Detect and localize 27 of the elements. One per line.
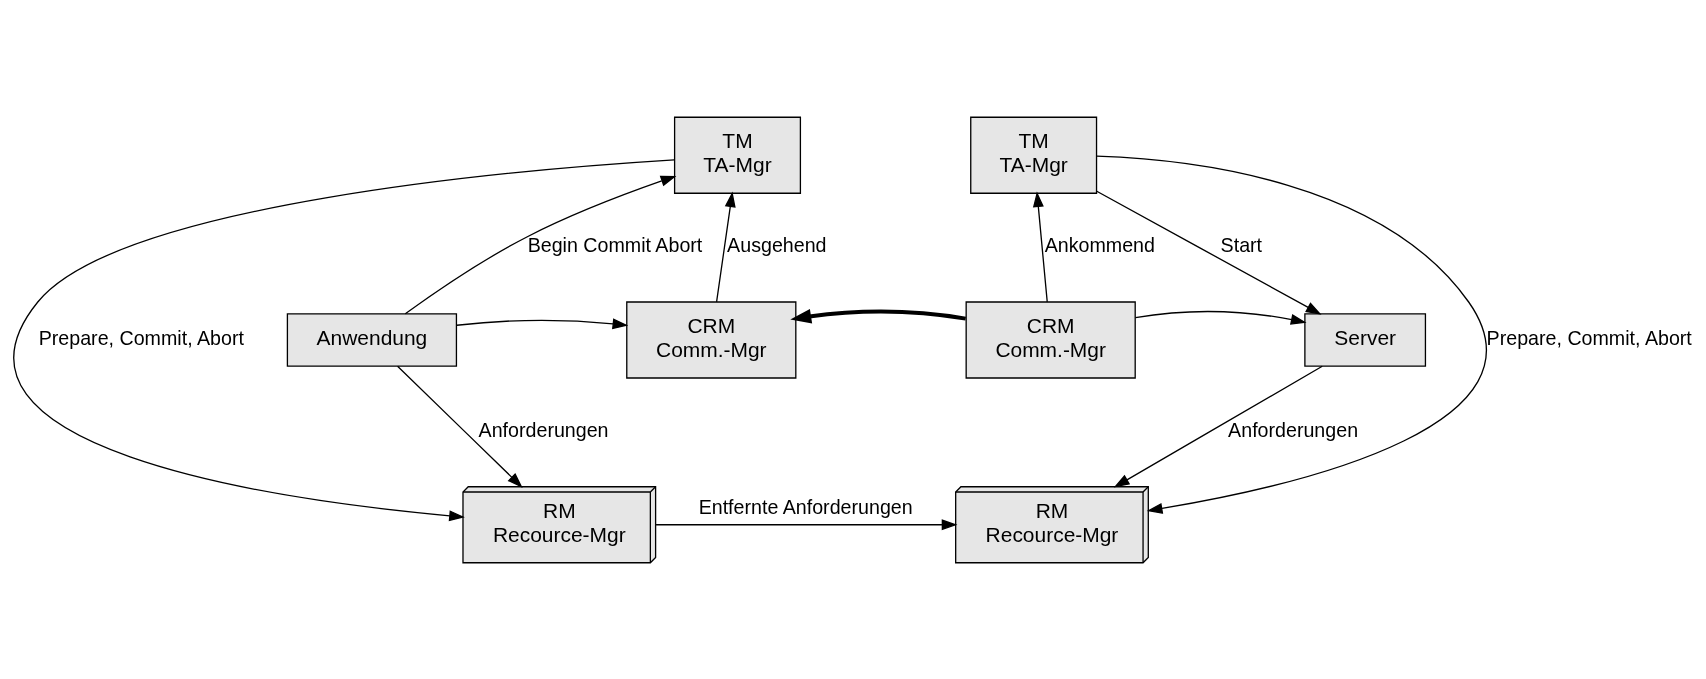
arrow <box>1113 365 1323 487</box>
node-box: TM TA-Mgr <box>970 116 1098 194</box>
node-box: CRM Comm.-Mgr <box>626 300 797 379</box>
edge-label: Ankommend <box>1044 233 1155 256</box>
edge-label: Prepare, Commit, Abort <box>38 326 244 349</box>
edge-label: Anforderungen <box>478 418 609 441</box>
arrow <box>655 518 958 530</box>
arrow <box>1134 310 1307 325</box>
arrow <box>404 175 677 314</box>
node-box: CRM Comm.-Mgr <box>965 300 1136 379</box>
node-box: Anwendung <box>286 312 458 367</box>
edge-label: Begin Commit Abort <box>527 233 703 256</box>
arrow <box>1096 190 1322 315</box>
edge-label: Ausgehend <box>727 233 827 256</box>
arrow <box>1096 155 1487 514</box>
edge-label: Prepare, Commit, Abort <box>1486 326 1692 349</box>
arrow <box>396 365 523 488</box>
arrow <box>456 317 629 329</box>
arrow <box>715 190 736 303</box>
arrow <box>13 158 675 521</box>
edge-label: Entfernte Anforderungen <box>698 495 913 518</box>
arrow <box>790 308 966 324</box>
node-box: Server <box>1304 312 1427 367</box>
node-box: TM TA-Mgr <box>673 116 802 194</box>
edge-label: Start <box>1220 233 1263 256</box>
arrow <box>1032 190 1048 303</box>
edge-label: Anforderungen <box>1228 418 1359 441</box>
